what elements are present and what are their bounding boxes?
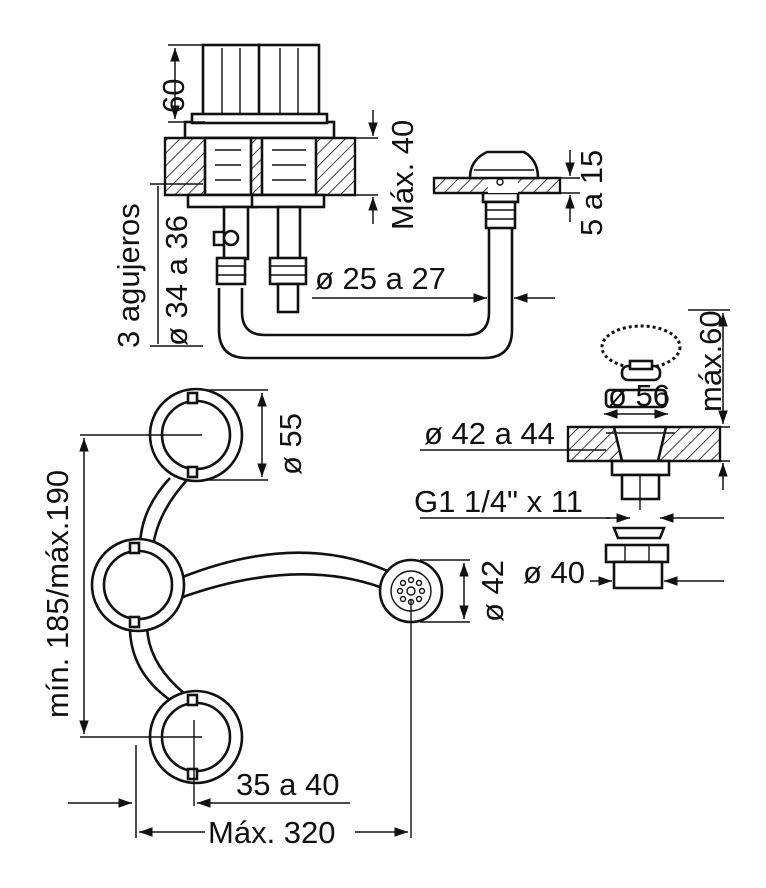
mixer-top-view — [68, 387, 470, 838]
deck-slab — [163, 136, 357, 197]
handle-cylinder-right — [257, 43, 321, 124]
label-min-max: mín. 185/máx.190 — [40, 470, 75, 718]
label-holes: 3 agujeros — [111, 203, 146, 348]
label-dia-42: ø 42 — [475, 560, 510, 622]
valve-middle — [90, 537, 186, 633]
label-dia-34-36: ø 34 a 36 — [159, 215, 194, 346]
drain-assembly — [420, 309, 730, 590]
label-max-60: máx.60 — [693, 310, 728, 412]
label-max-320: Máx. 320 — [208, 815, 336, 850]
label-dia-42-44: ø 42 a 44 — [424, 416, 555, 451]
handle-cylinder-left — [201, 43, 262, 124]
label-range-35-40: 35 a 40 — [236, 767, 339, 802]
label-dia-25-27: ø 25 a 27 — [315, 261, 446, 296]
label-range-5-15: 5 a 15 — [574, 150, 609, 236]
label-dia-55: ø 55 — [273, 413, 308, 475]
label-dia-40: ø 40 — [523, 555, 585, 590]
label-dia-56: ø 56 — [608, 378, 670, 413]
label-height-60: 60 — [156, 79, 191, 113]
label-thread: G1 1/4" x 11 — [414, 484, 583, 519]
label-max-40: Máx. 40 — [385, 120, 420, 230]
mixer-side-view — [150, 43, 580, 360]
